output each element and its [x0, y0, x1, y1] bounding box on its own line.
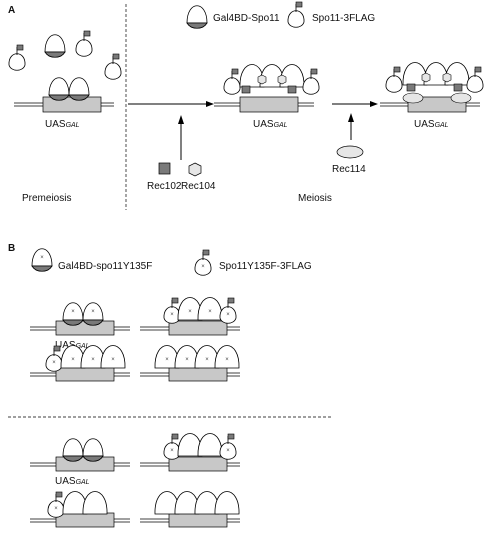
uas-gal-label-b2: UASGAL: [55, 476, 90, 487]
b-upper-complex-3: [29, 345, 131, 382]
arrow-to-meiosis: [128, 101, 214, 107]
rec114-label: Rec114: [332, 164, 366, 175]
uas-gal-label-a1: UASGAL: [45, 119, 80, 130]
meiosis-label: Meiosis: [298, 193, 332, 204]
b-upper-complex-4: [139, 345, 241, 382]
svg-text:Spo11-3FLAG: Spo11-3FLAG: [312, 13, 375, 24]
b-lower-complex-3: [29, 491, 131, 528]
svg-text:Spo11Y135F-3FLAG: Spo11Y135F-3FLAG: [219, 261, 312, 272]
legend-spo11-3flag: Spo11-3FLAG: [287, 1, 375, 28]
premeiosis-label: Premeiosis: [22, 193, 71, 204]
legend-gal4bd-spo11: Gal4BD-Spo11: [186, 5, 280, 29]
b-lower-complex-2: [139, 433, 241, 472]
uas-gal-label-a3: UASGAL: [414, 119, 449, 130]
premeiosis-free-proteins: [8, 30, 122, 80]
panel-b-label: B: [8, 243, 15, 254]
uas-gal-label-a2: UASGAL: [253, 119, 288, 130]
rec102-rec104-input: Rec102 Rec104: [147, 115, 216, 192]
svg-text:Gal4BD-spo11Y135F: Gal4BD-spo11Y135F: [58, 261, 152, 272]
b-lower-complex-4: [139, 491, 241, 528]
meiosis-complex-1: UASGAL: [213, 64, 320, 130]
legend-gal4bd-spo11y135f: Gal4BD-spo11Y135F: [32, 249, 152, 272]
rec104-label: Rec104: [181, 181, 216, 192]
arrow-to-rec114: Rec114: [332, 101, 378, 175]
uas-gal-label-b1: UASGAL: [55, 340, 90, 351]
b-upper-complex-1: UASGAL: [29, 303, 131, 351]
panel-a-label: A: [8, 5, 15, 16]
svg-text:Gal4BD-Spo11: Gal4BD-Spo11: [213, 13, 280, 24]
premeiosis-promoter: UASGAL: [13, 77, 115, 130]
rec102-label: Rec102: [147, 181, 182, 192]
legend-spo11y135f-3flag: Spo11Y135F-3FLAG: [195, 250, 312, 275]
b-lower-complex-1: UASGAL: [29, 438, 131, 487]
meiosis-complex-2: UASGAL: [379, 62, 484, 130]
b-upper-complex-2: [139, 297, 241, 336]
